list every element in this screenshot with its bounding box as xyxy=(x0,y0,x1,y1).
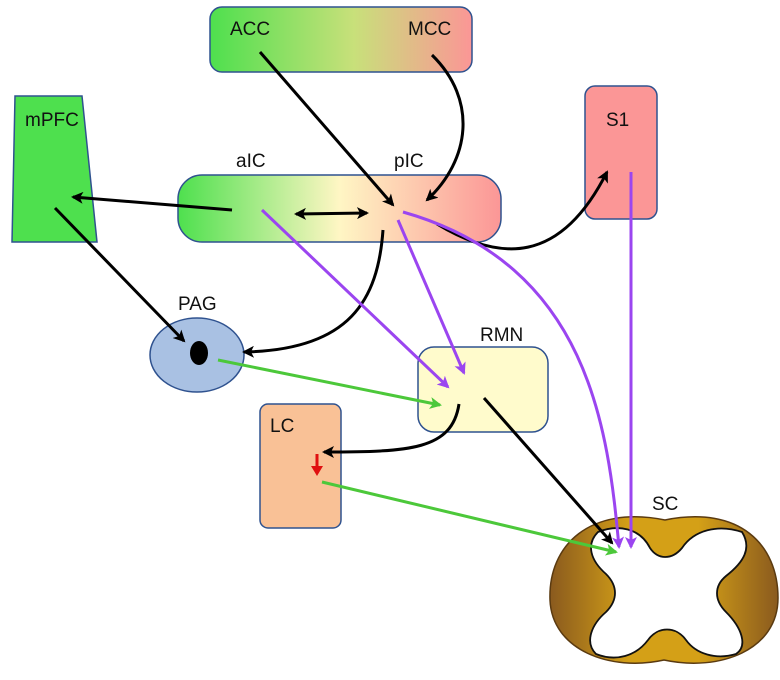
spinal-cord-gray-matter xyxy=(589,527,748,659)
rmn-label: RMN xyxy=(480,325,523,346)
arrow-pag-to-rmn xyxy=(217,358,442,409)
s1-label: S1 xyxy=(606,110,629,131)
lc-region xyxy=(259,403,342,529)
arrow-rmn-to-lc xyxy=(322,403,461,458)
mpfc-label: mPFC xyxy=(25,110,79,131)
arrow-aic-to-mpfc xyxy=(71,191,233,212)
arrow-pic-to-rmn xyxy=(396,219,466,375)
pag-region xyxy=(149,317,245,393)
acc-label: ACC xyxy=(230,19,270,40)
arrow-rmn-to-sc xyxy=(482,397,614,545)
spinal-cord xyxy=(549,516,779,664)
s1-region xyxy=(584,85,658,220)
arrow-mcc-to-pic xyxy=(425,53,465,202)
sc-label: SC xyxy=(652,494,678,515)
arrow-acc-to-pic xyxy=(258,51,395,207)
arrow-lc-to-sc xyxy=(321,480,618,556)
aic-label: aIC xyxy=(236,151,266,172)
lc-red-arrow xyxy=(311,454,323,476)
arrow-pic-to-sc xyxy=(402,210,625,549)
mcc-label: MCC xyxy=(408,19,451,40)
pag-nucleus xyxy=(190,341,208,365)
rmn-region xyxy=(417,346,549,433)
lc-label: LC xyxy=(270,416,294,437)
arrow-pic-to-s1 xyxy=(436,170,609,251)
arrow-aic-pic-bidirectional xyxy=(294,207,369,220)
arrow-aic-to-rmn xyxy=(260,208,450,389)
pag-label: PAG xyxy=(178,294,217,315)
pic-label: pIC xyxy=(394,151,424,172)
mpfc-region xyxy=(11,95,98,243)
arrow-pic-to-pag xyxy=(242,229,385,358)
acc-mcc-box xyxy=(209,6,473,73)
arrow-mpfc-to-pag xyxy=(53,206,186,343)
